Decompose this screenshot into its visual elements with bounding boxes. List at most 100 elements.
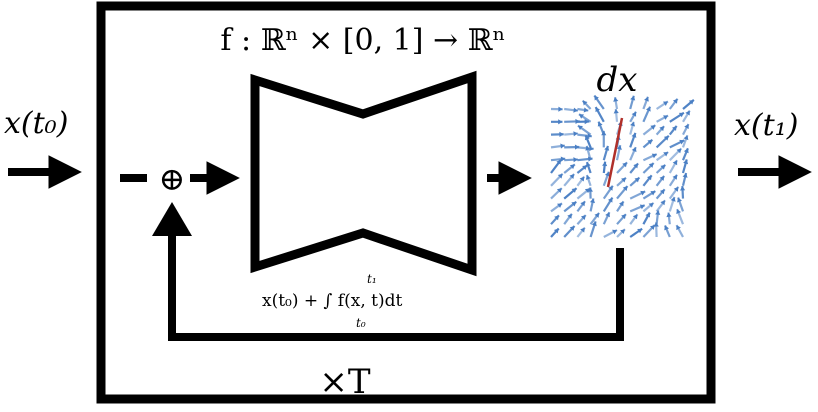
field-arrowhead — [571, 188, 577, 193]
field-arrowhead — [653, 222, 659, 227]
sum-node: ⊕ — [159, 160, 186, 198]
field-arrowhead — [622, 162, 628, 168]
field-arrowhead — [580, 227, 585, 233]
field-arrowhead — [648, 162, 654, 168]
field-arrowhead — [584, 119, 589, 125]
field-arrowhead — [647, 175, 652, 181]
field-arrowhead — [589, 198, 595, 204]
field-arrowhead — [650, 125, 656, 130]
field-arrowhead — [677, 197, 682, 203]
field-arrowhead — [640, 190, 646, 196]
field-arrowhead — [660, 200, 666, 206]
field-arrowhead — [672, 160, 678, 166]
field-arrowhead — [605, 212, 610, 218]
trajectory-arrow — [606, 117, 624, 188]
field-arrowhead — [637, 228, 643, 234]
field-arrowhead — [684, 124, 689, 130]
field-arrowhead — [682, 173, 688, 178]
field-arrowhead — [602, 161, 608, 167]
field-arrowhead — [591, 221, 597, 227]
field-arrowhead — [630, 121, 636, 127]
field-arrowhead — [664, 225, 670, 231]
field-arrowhead — [645, 106, 651, 112]
field-arrowhead — [583, 107, 589, 113]
field-arrowhead — [621, 177, 626, 183]
field-arrowhead — [676, 225, 681, 231]
field-arrowhead — [616, 145, 622, 150]
integral-expression: x(t₀) + ∫ f(x, t)dt — [262, 291, 402, 311]
field-arrowhead — [663, 151, 669, 157]
field-arrowhead — [644, 96, 649, 102]
field-arrowhead — [645, 212, 650, 218]
field-arrowhead — [577, 125, 583, 131]
feedback-arrowhead — [152, 202, 192, 236]
field-arrowhead — [650, 191, 656, 196]
field-arrowhead — [663, 115, 669, 120]
field-arrowhead — [556, 188, 562, 193]
field-arrowhead — [659, 189, 665, 195]
field-arrowhead — [558, 106, 563, 112]
field-arrowhead — [613, 97, 619, 102]
field-arrowhead — [585, 175, 591, 180]
field-arrowhead — [676, 209, 682, 215]
field-arrowhead — [594, 95, 599, 101]
field-arrowhead — [647, 139, 653, 145]
field-arrowhead — [608, 185, 613, 191]
field-arrowhead — [666, 212, 672, 218]
output-label: x(t₁) — [734, 108, 798, 143]
field-arrowhead — [587, 187, 593, 192]
field-arrowhead — [585, 162, 591, 168]
field-arrowhead — [678, 112, 684, 118]
field-arrowhead — [573, 131, 578, 137]
input-label: x(t₀) — [4, 106, 68, 141]
field-arrowhead — [574, 144, 580, 150]
field-arrowhead — [573, 107, 578, 113]
ode-block-frame — [96, 1, 716, 404]
field-arrowhead — [557, 173, 563, 179]
field-arrowhead — [595, 107, 601, 113]
field-arrowhead — [619, 201, 624, 207]
repeat-label: ×T — [319, 362, 370, 402]
field-arrowhead — [584, 135, 590, 141]
field-arrowhead — [607, 197, 613, 203]
field-arrowhead — [634, 177, 640, 183]
integral-upper-limit: t₁ — [367, 272, 377, 286]
field-arrowhead — [630, 95, 636, 101]
field-arrowhead — [651, 153, 657, 159]
field-arrowhead — [655, 210, 661, 215]
field-arrowhead — [639, 204, 645, 210]
field-arrowhead — [659, 175, 665, 181]
field-arrowhead — [578, 114, 584, 119]
field-arrowhead — [673, 186, 679, 192]
field-arrowhead — [632, 214, 638, 220]
field-arrowhead — [567, 213, 572, 219]
field-arrowhead — [585, 145, 591, 151]
field-arrowhead — [582, 165, 588, 170]
field-arrowhead — [601, 130, 607, 136]
field-arrowhead — [579, 176, 585, 182]
field-arrowhead — [648, 202, 654, 208]
field-arrowhead — [633, 163, 639, 169]
field-arrowhead — [558, 119, 563, 125]
field-arrowhead — [580, 201, 586, 207]
field-arrowhead — [676, 148, 682, 154]
field-arrowhead — [584, 188, 590, 194]
integral-lower-limit: t₀ — [356, 316, 366, 330]
field-arrowhead — [569, 225, 575, 231]
field-arrowhead — [680, 186, 686, 191]
field-arrowhead — [683, 148, 689, 154]
field-arrowhead — [604, 171, 610, 177]
field-arrowhead — [573, 157, 578, 163]
field-arrowhead — [559, 131, 564, 137]
field-arrowhead — [660, 164, 666, 170]
field-arrowhead — [587, 133, 592, 139]
field-arrowhead — [556, 159, 561, 165]
field-arrowhead — [571, 201, 577, 207]
field-arrowhead — [621, 214, 626, 220]
field-arrowhead — [560, 156, 566, 162]
field-arrowhead — [688, 99, 694, 105]
field-arrowhead — [672, 174, 678, 180]
field-arrowhead — [683, 135, 689, 141]
function-signature: f : ℝⁿ × [0, 1] → ℝⁿ — [220, 23, 505, 58]
